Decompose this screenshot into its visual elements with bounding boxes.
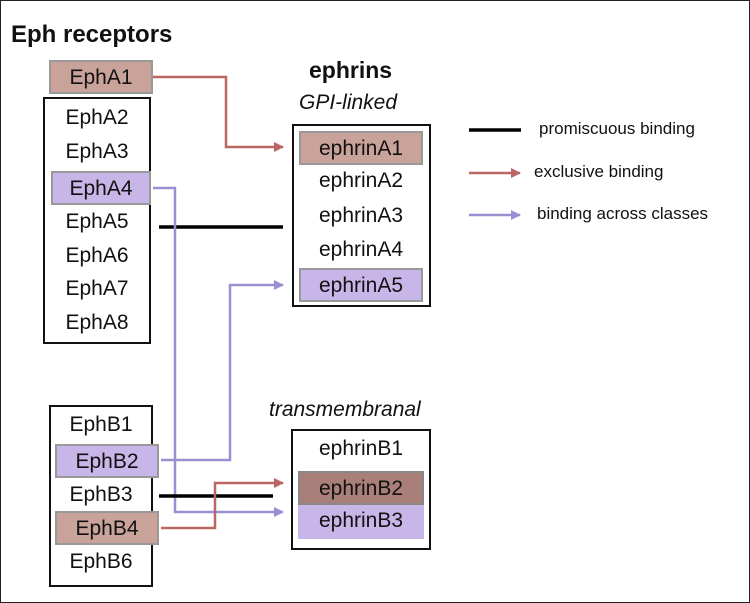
line-ephb4-ephrinb2 <box>161 478 284 530</box>
line-ephb2-ephrina5 <box>161 280 284 462</box>
transmembranal-label: transmembranal <box>269 398 421 421</box>
ephrina-item: ephrinA5 <box>299 268 423 302</box>
ephrina-item: ephrinA4 <box>318 238 404 261</box>
epha-item: EphA5 <box>65 210 129 233</box>
ephrina-item: ephrinA1 <box>299 131 423 165</box>
epha-group-box <box>43 97 151 344</box>
ephrina-item: ephrinA3 <box>318 204 404 227</box>
ephrinb-group-box <box>291 429 431 550</box>
epha-item: EphA6 <box>65 244 129 267</box>
ephb-item: EphB2 <box>55 444 159 478</box>
ephb-item: EphB6 <box>69 550 133 573</box>
ephb-group-box <box>49 405 153 587</box>
ephrinb-item: ephrinB1 <box>318 437 404 460</box>
ephrina-group-box <box>292 124 431 307</box>
epha1-item: EphA1 <box>49 60 153 94</box>
ephrina-item: ephrinA2 <box>318 169 404 192</box>
line-epha1-ephrina1 <box>153 75 284 152</box>
epha-item: EphA4 <box>51 171 151 205</box>
ephrinb-item: ephrinB2 <box>298 471 424 505</box>
epha-item: EphA8 <box>65 311 129 334</box>
gpi-linked-label: GPI-linked <box>299 91 398 114</box>
epha-item: EphA2 <box>65 106 129 129</box>
ephb-item: EphB4 <box>55 511 159 545</box>
receptors-title: Eph receptors <box>11 21 173 48</box>
line-epha4-ephrinb3 <box>153 186 284 517</box>
epha-item: EphA7 <box>65 277 129 300</box>
epha-item: EphA3 <box>65 140 129 163</box>
ephb-item: EphB1 <box>69 413 133 436</box>
legend-exclusive-label: exclusive binding <box>534 162 664 181</box>
ephrinb-item: ephrinB3 <box>298 505 424 539</box>
legend-across-label: binding across classes <box>537 204 709 223</box>
ephb-item: EphB3 <box>69 483 133 506</box>
legend-promiscuous-label: promiscuous binding <box>539 119 695 138</box>
ephrins-title: ephrins <box>309 57 393 83</box>
